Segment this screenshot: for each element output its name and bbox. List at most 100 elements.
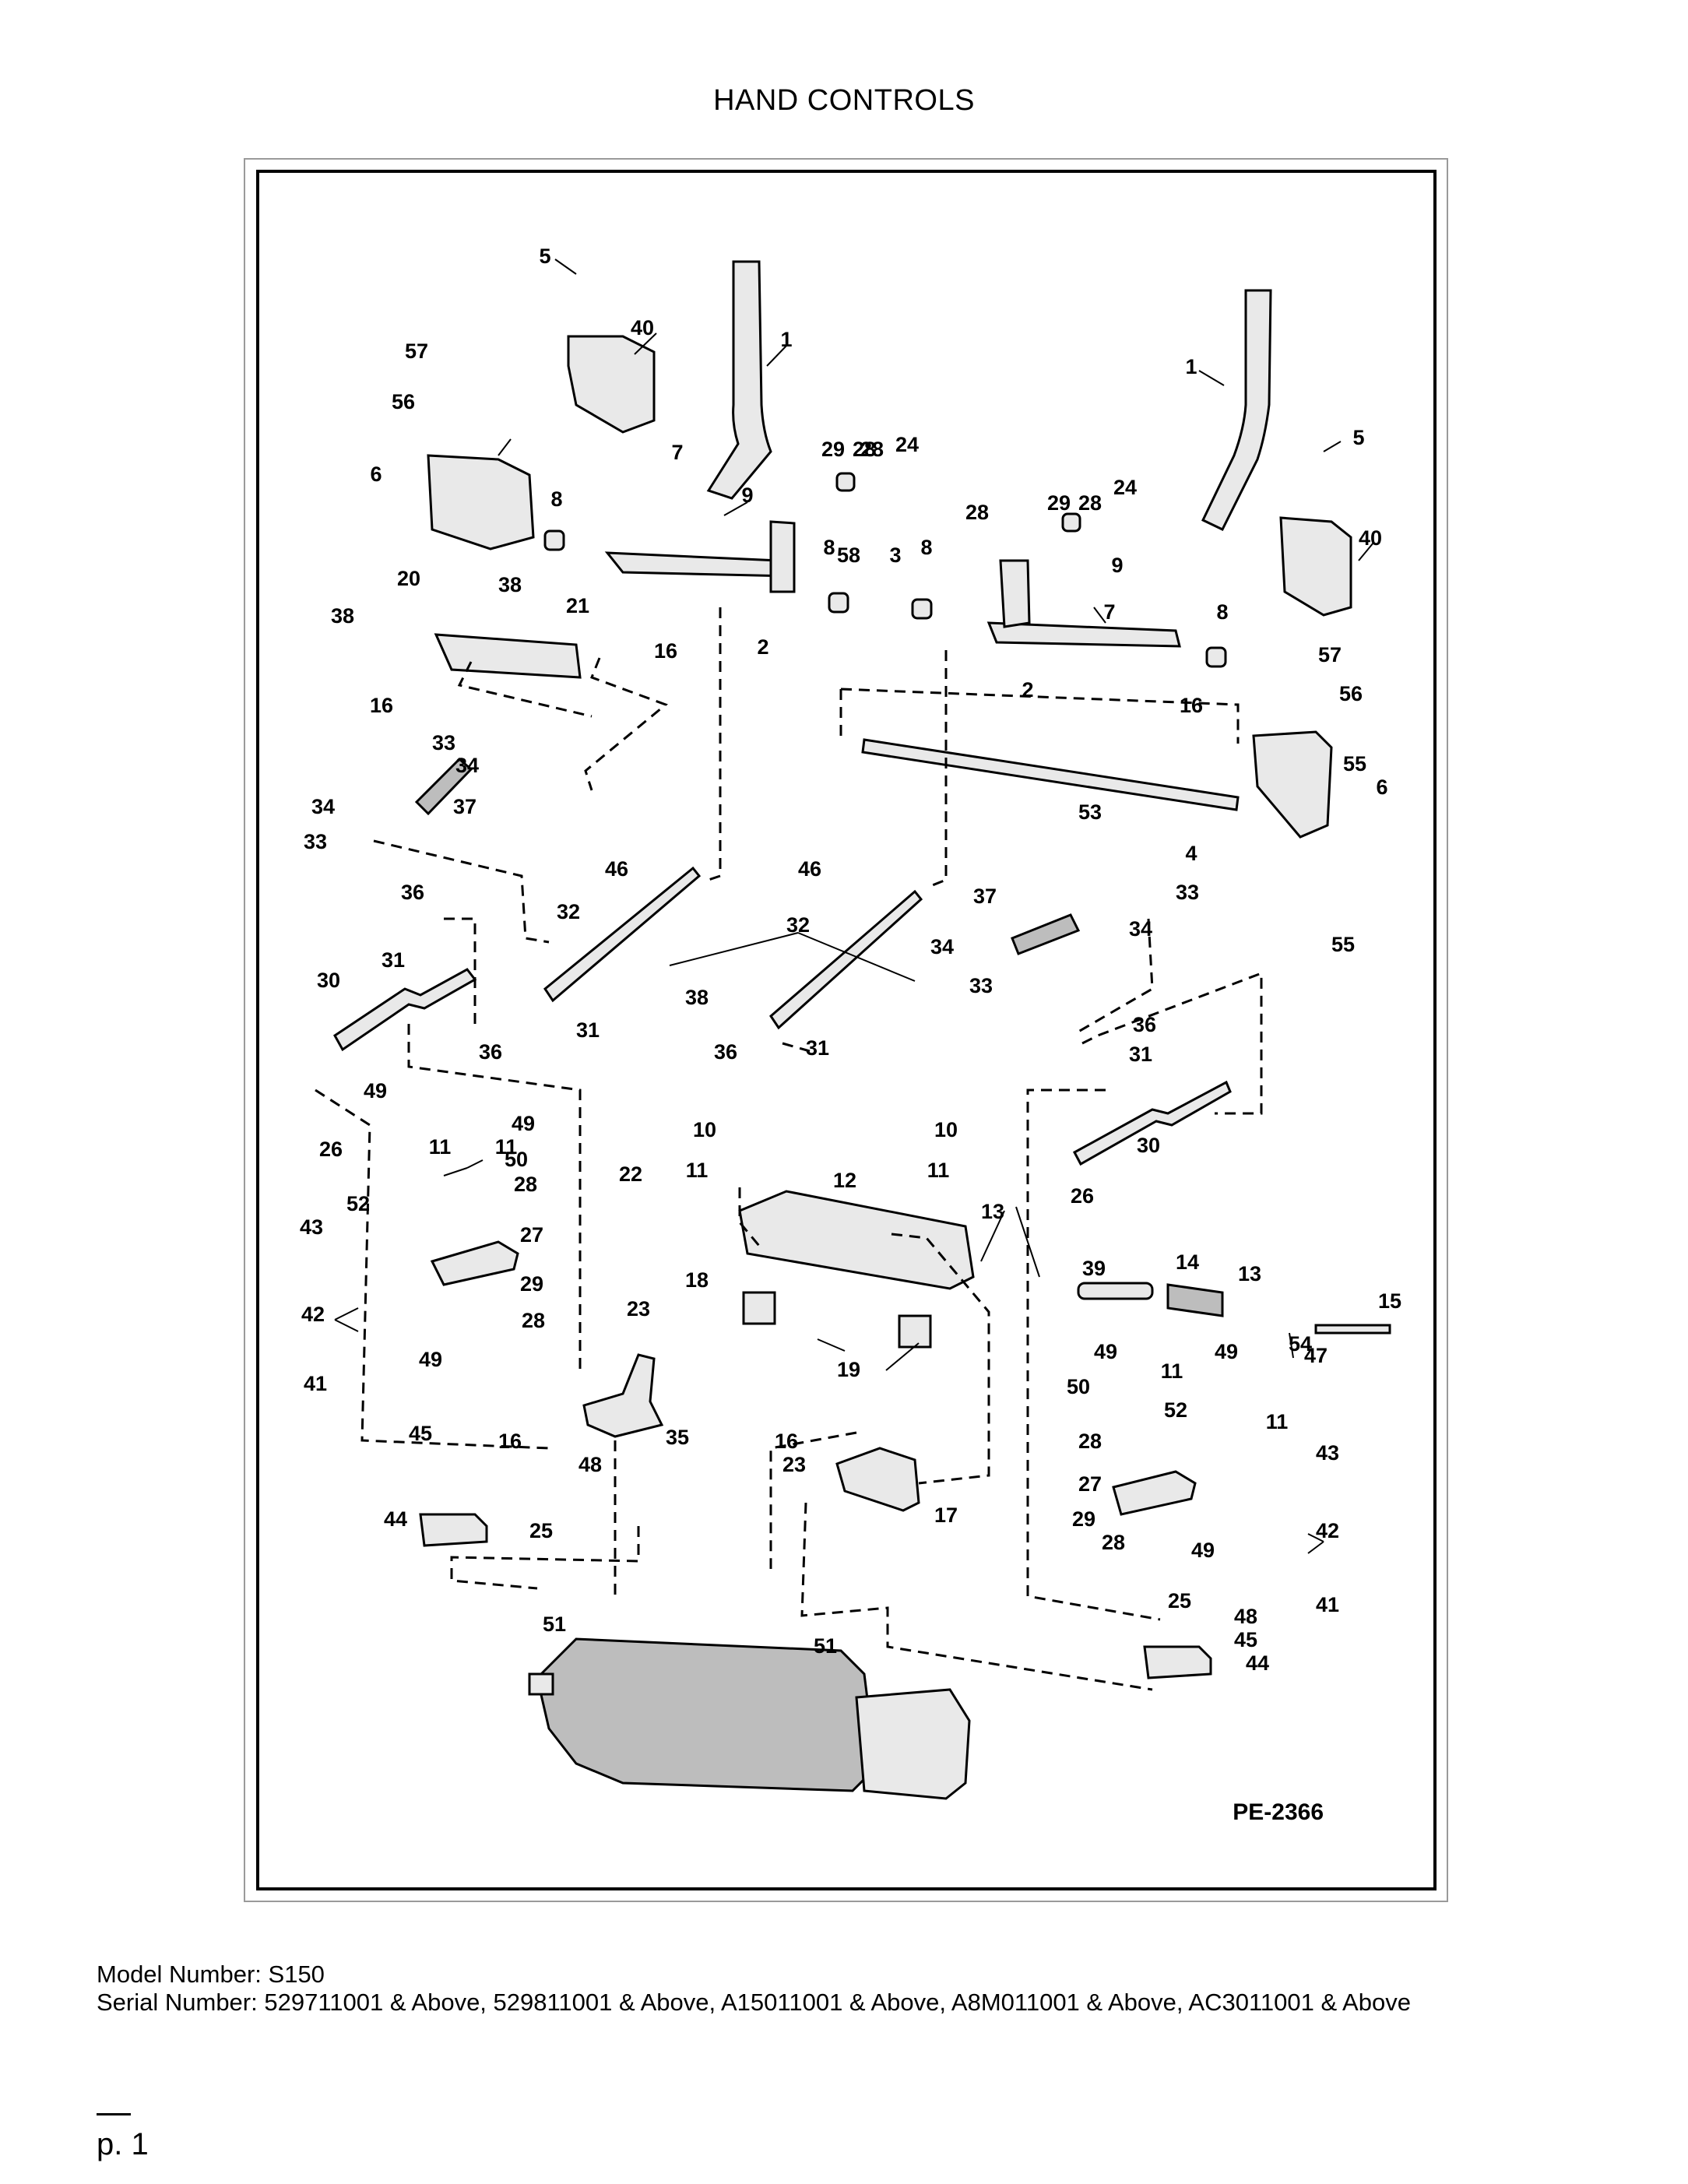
callout-label: 29: [1047, 491, 1071, 515]
callout-label: 48: [1234, 1605, 1257, 1628]
callout-label: 8: [550, 487, 562, 511]
model-number: Model Number: S150: [97, 1961, 325, 1988]
callout-label: 14: [1176, 1250, 1199, 1274]
callout-label: 23: [782, 1453, 806, 1476]
cross-shaft: [861, 738, 1240, 811]
callout-label: 16: [370, 694, 393, 717]
callout-label: 24: [895, 433, 919, 456]
callout-label: 11: [495, 1135, 518, 1159]
callout-label: 36: [479, 1040, 502, 1064]
callout-label: 56: [392, 390, 415, 413]
callout-label: 25: [529, 1519, 553, 1542]
callout-label: 49: [1215, 1340, 1238, 1363]
callout-label: 34: [455, 754, 479, 777]
block: [742, 1291, 776, 1325]
callout-label: 5: [1352, 426, 1364, 449]
callout-label: 29: [520, 1272, 543, 1296]
callout-label: 15: [1378, 1289, 1401, 1313]
callout-label: 5: [539, 244, 550, 268]
callout-label: 16: [498, 1430, 522, 1453]
callout-label: 46: [798, 857, 821, 881]
callout-label: 56: [1339, 682, 1363, 705]
pin: [1077, 1282, 1154, 1300]
callout-label: 16: [1180, 694, 1203, 717]
page-separator: [97, 2113, 131, 2115]
page-number: p. 1: [97, 2127, 149, 2161]
callout-label: 1: [780, 328, 792, 351]
page-title: HAND CONTROLS: [713, 84, 975, 117]
callout-label: 53: [1078, 800, 1102, 824]
callout-label: 18: [685, 1268, 709, 1292]
callout-label: 11: [686, 1159, 709, 1182]
callout-label: 49: [1094, 1340, 1117, 1363]
callout-label: 8: [920, 536, 932, 559]
callout-label: 39: [1082, 1257, 1106, 1280]
callout-label: 1: [1185, 355, 1197, 378]
left-mount-bracket: [567, 335, 656, 434]
callout-label: 58: [837, 543, 860, 567]
callout-label: 33: [304, 830, 327, 853]
callout-label: 13: [1238, 1262, 1261, 1285]
callout-label: 26: [1071, 1184, 1094, 1208]
left-lever-assembly: [604, 551, 793, 578]
callout-label: 16: [775, 1430, 798, 1453]
right-lower-bracket: [1252, 730, 1333, 839]
block: [898, 1314, 932, 1349]
callout-label: 33: [432, 731, 455, 754]
callout-label: 57: [1318, 643, 1342, 666]
left-link: [419, 1513, 488, 1547]
callout-label: 45: [409, 1422, 432, 1445]
callout-label: 49: [364, 1079, 387, 1103]
callout-label: 35: [666, 1426, 689, 1449]
callout-label: 38: [498, 573, 522, 596]
right-link: [1143, 1645, 1212, 1679]
bushing: [1205, 646, 1227, 668]
callout-label: 11: [1266, 1410, 1289, 1433]
right-spring-cylinder: [1011, 913, 1081, 955]
callout-label: 28: [514, 1173, 537, 1196]
right-lever-assembly: [986, 621, 1181, 648]
right-handle: [1201, 289, 1272, 531]
callout-label: 17: [934, 1503, 958, 1527]
bushing: [828, 592, 849, 614]
callout-label: 38: [685, 986, 709, 1009]
callout-label: 49: [512, 1112, 535, 1135]
callout-label: 30: [1137, 1134, 1160, 1157]
callout-label: 54: [1289, 1332, 1312, 1356]
right-cam-plate: [1112, 1470, 1197, 1516]
callout-label: 28: [522, 1309, 545, 1332]
callout-label: 43: [1316, 1441, 1339, 1465]
callout-label: 57: [405, 339, 428, 363]
callout-label: 29: [821, 438, 845, 461]
callout-label: 46: [605, 857, 628, 881]
callout-label: 50: [505, 1148, 528, 1171]
callout-label: 10: [934, 1118, 958, 1141]
figure-code: PE-2366: [1233, 1799, 1324, 1825]
callout-label: 8: [1216, 600, 1228, 624]
right-offset-arm: [1072, 1080, 1232, 1166]
callout-label: 51: [814, 1634, 837, 1658]
callout-label: 23: [627, 1297, 650, 1321]
callout-label: 7: [1103, 600, 1115, 624]
callout-label: 9: [1111, 554, 1123, 577]
callout-label: 33: [1176, 881, 1199, 904]
callout-label: 9: [741, 484, 753, 507]
callout-label: 29: [1072, 1507, 1095, 1531]
callout-label: 3: [889, 543, 901, 567]
left-mount-plate: [582, 1353, 664, 1438]
callout-label: 28: [853, 438, 876, 461]
callout-label: 37: [453, 795, 477, 818]
callout-label: 31: [382, 948, 405, 972]
callout-label: 50: [1067, 1375, 1090, 1398]
callout-label: 32: [557, 900, 580, 923]
callout-label: 41: [304, 1372, 327, 1395]
left-support-bracket: [434, 633, 582, 679]
callout-label: 28: [1078, 491, 1102, 515]
callout-label: 22: [619, 1162, 642, 1186]
left-offset-arm: [333, 968, 477, 1052]
callout-label: 42: [301, 1303, 325, 1326]
callout-label: 40: [1359, 526, 1382, 550]
callout-label: 52: [1164, 1398, 1187, 1422]
callout-label: 33: [969, 974, 993, 997]
